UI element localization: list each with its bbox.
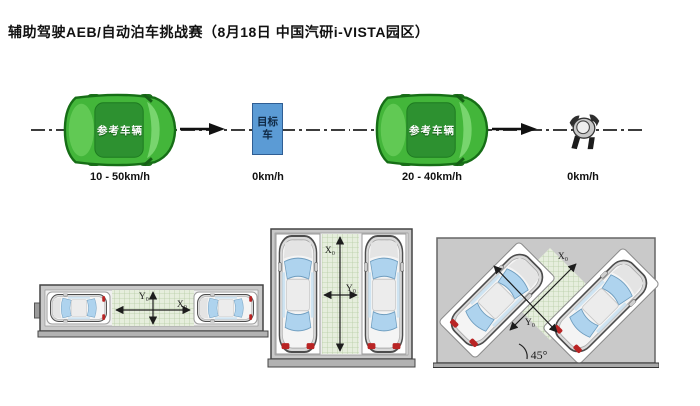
reference-speed-label-1: 10 - 50km/h <box>90 171 150 183</box>
pedestrian-icon <box>568 113 600 150</box>
dimension-y-label: Y₀ <box>139 292 149 302</box>
dimension-x-label: X₀ <box>325 246 335 256</box>
dimension-y-label: Y₀ <box>525 318 535 328</box>
pedestrian-speed-label: 0km/h <box>567 171 599 183</box>
motion-arrow-icon-1 <box>180 123 225 135</box>
parked-car-icon <box>278 235 318 353</box>
parking-diagram-parallel: Y₀ X₀ <box>34 284 269 338</box>
dimension-y-arrow <box>493 265 558 333</box>
target-vehicle-label: 目标车 <box>257 115 278 141</box>
target-speed-label-1: 0km/h <box>252 171 284 183</box>
dimension-x-label: X₀ <box>558 252 568 262</box>
parking-diagram-perpendicular: X₀ Y₀ <box>267 228 416 368</box>
reference-speed-label-2: 20 - 40km/h <box>402 171 462 183</box>
motion-arrow-icon-2 <box>492 123 537 135</box>
reference-car-icon-1 <box>63 92 177 168</box>
page-title: 辅助驾驶AEB/自动泊车挑战赛（8月18日 中国汽研i-VISTA园区） <box>8 24 430 40</box>
reference-car-icon-2 <box>375 92 489 168</box>
centerline-2 <box>353 129 646 131</box>
parked-car-icon <box>543 248 659 364</box>
dimension-y-label: Y₀ <box>346 284 356 294</box>
parked-car-icon <box>364 235 404 353</box>
target-vehicle-box: 目标车 <box>252 103 283 155</box>
angle-label: 45° <box>531 348 548 362</box>
angle-arc-icon <box>518 343 528 360</box>
parked-car-icon <box>197 293 254 323</box>
parked-car-icon <box>50 293 107 323</box>
parking-diagram-angled: X₀ Y₀ 45° <box>433 237 659 368</box>
dimension-x-label: X₀ <box>177 300 187 310</box>
